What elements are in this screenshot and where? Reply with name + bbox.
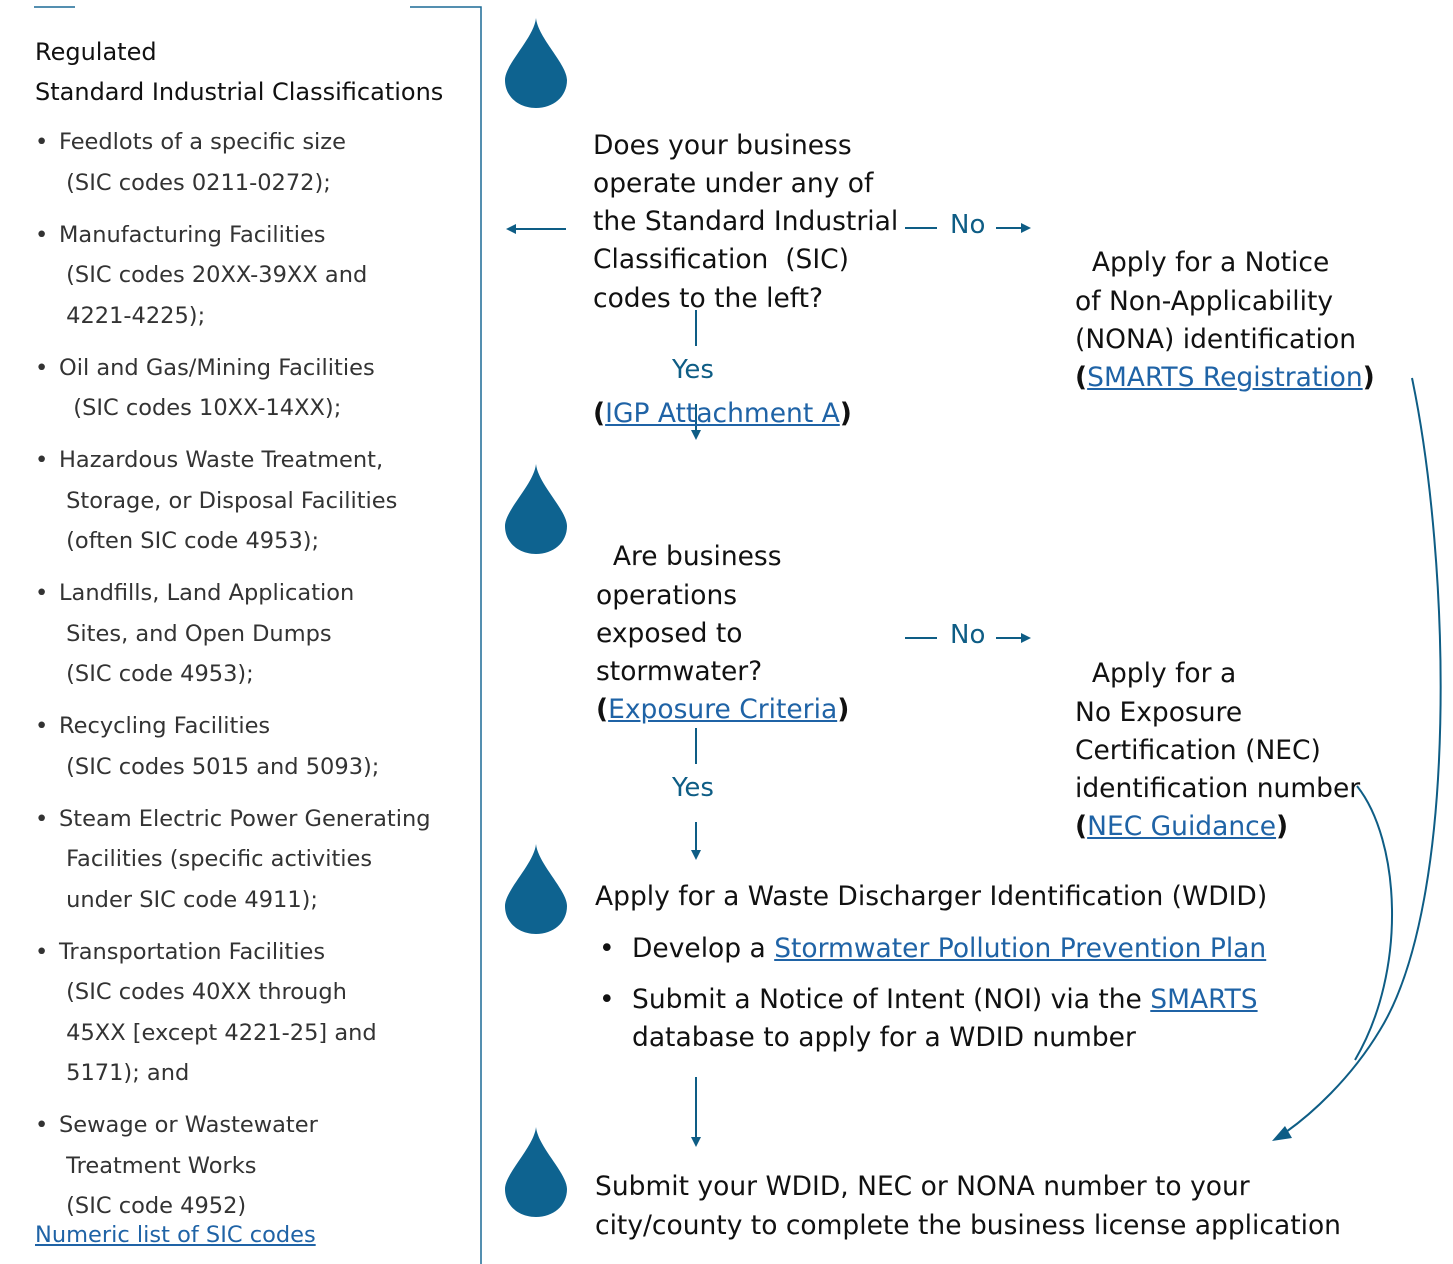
wdid-steps: Develop a Stormwater Pollution Preventio…: [597, 930, 1337, 1070]
sic-panel-title: Regulated Standard Industrial Classifica…: [35, 32, 475, 112]
droplet-icon: [505, 844, 567, 934]
exposure-criteria-link[interactable]: Exposure Criteria: [608, 694, 838, 726]
nona-box: Apply for a Notice of Non-Applicability …: [1075, 247, 1375, 394]
nona-text: Apply for a Notice of Non-Applicability …: [1075, 247, 1357, 355]
sic-list-item: Steam Electric Power Generating Faciliti…: [32, 799, 477, 921]
nec-guidance-link[interactable]: NEC Guidance: [1087, 811, 1277, 843]
droplet-icon: [505, 18, 567, 108]
wdid-step: Submit a Notice of Intent (NOI) via the …: [597, 981, 1337, 1058]
question-1-text: Does your business operate under any of …: [593, 129, 899, 314]
droplet-icon: [505, 464, 567, 554]
nec-text: Apply for a No Exposure Certification (N…: [1075, 658, 1361, 805]
sic-list-item: Manufacturing Facilities (SIC codes 20XX…: [32, 215, 477, 337]
smarts-link[interactable]: SMARTS: [1150, 983, 1258, 1015]
question-sic-codes: Does your business operate under any of …: [593, 50, 898, 471]
question-2-text: Are business operations exposed to storm…: [596, 541, 782, 688]
igp-attachment-a-link[interactable]: IGP Attachment A: [605, 397, 840, 429]
sic-list-item: Landfills, Land Application Sites, and O…: [32, 573, 477, 695]
sic-list-item: Recycling Facilities (SIC codes 5015 and…: [32, 706, 477, 787]
sic-list-item: Oil and Gas/Mining Facilities (SIC codes…: [32, 348, 477, 429]
wdid-title: Apply for a Waste Discharger Identificat…: [595, 881, 1268, 912]
q1-yes-label: Yes: [672, 355, 714, 385]
smarts-registration-link[interactable]: SMARTS Registration: [1087, 362, 1363, 394]
sic-list-item: Transportation Facilities (SIC codes 40X…: [32, 932, 477, 1094]
question-exposure: Are business operations exposed to storm…: [596, 541, 850, 726]
droplet-icon: [505, 1127, 567, 1217]
sic-title-line-1: Regulated: [35, 38, 157, 66]
sic-list-item: Hazardous Waste Treatment, Storage, or D…: [32, 440, 477, 562]
nona-curve: [1285, 377, 1442, 1133]
sic-panel: Regulated Standard Industrial Classifica…: [0, 0, 482, 1264]
nec-box: Apply for a No Exposure Certification (N…: [1075, 658, 1361, 843]
sic-list: Feedlots of a specific size (SIC codes 0…: [32, 122, 477, 1238]
sic-panel-frame: [34, 6, 482, 1264]
q2-yes-label: Yes: [672, 773, 714, 803]
sic-list-item: Feedlots of a specific size (SIC codes 0…: [32, 122, 477, 203]
wdid-step: Develop a Stormwater Pollution Preventio…: [597, 930, 1337, 969]
q1-no-label: No: [950, 210, 986, 240]
swppp-link[interactable]: Stormwater Pollution Prevention Plan: [774, 933, 1267, 964]
nec-curve: [1354, 785, 1393, 1061]
q2-no-label: No: [950, 620, 986, 650]
sic-list-item: Sewage or Wastewater Treatment Works (SI…: [32, 1105, 477, 1227]
numeric-sic-list-link[interactable]: Numeric list of SIC codes: [35, 1222, 316, 1248]
final-step-text: Submit your WDID, NEC or NONA number to …: [595, 1171, 1341, 1241]
final-arrowhead: [1272, 1126, 1292, 1141]
sic-title-line-2: Standard Industrial Classifications: [35, 78, 444, 106]
